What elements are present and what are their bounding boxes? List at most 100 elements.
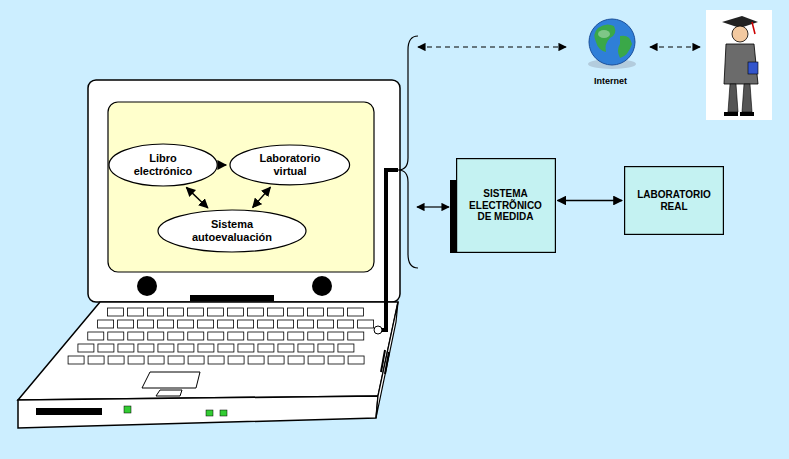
key xyxy=(167,308,183,316)
power-led xyxy=(124,406,131,413)
key xyxy=(268,356,284,364)
key xyxy=(208,356,224,364)
key xyxy=(98,320,114,328)
laptop-base xyxy=(18,302,398,400)
key xyxy=(238,344,254,352)
key xyxy=(118,320,134,328)
keyboard xyxy=(68,308,374,364)
ellipse-node: Laboratorio virtual xyxy=(229,144,351,186)
key xyxy=(327,308,343,316)
brace xyxy=(398,36,418,268)
cable xyxy=(382,170,398,330)
key xyxy=(168,332,184,340)
key xyxy=(68,356,84,364)
key xyxy=(187,308,203,316)
key xyxy=(198,320,214,328)
key xyxy=(288,332,304,340)
key xyxy=(308,356,324,364)
key xyxy=(228,332,244,340)
key xyxy=(288,356,304,364)
side-vent xyxy=(385,352,389,374)
key xyxy=(248,332,264,340)
node-text: Libro electrónico xyxy=(127,152,199,177)
key xyxy=(108,356,124,364)
key xyxy=(328,332,344,340)
key xyxy=(307,308,323,316)
key xyxy=(328,356,344,364)
status-led xyxy=(206,410,213,416)
key xyxy=(347,308,363,316)
key xyxy=(138,320,154,328)
process-box: SISTEMA ELECTRÕNICO DE MEDIDA xyxy=(456,158,556,253)
port xyxy=(374,326,382,334)
key xyxy=(227,308,243,316)
touchpad xyxy=(142,372,200,388)
node-text: SISTEMA ELECTRÕNICO DE MEDIDA xyxy=(463,188,549,223)
key xyxy=(148,356,164,364)
key xyxy=(258,344,274,352)
key xyxy=(298,344,314,352)
key xyxy=(258,320,274,328)
hinge xyxy=(190,295,274,301)
status-led xyxy=(220,410,227,416)
key xyxy=(238,320,254,328)
key xyxy=(138,344,154,352)
connector-arrow xyxy=(253,187,271,207)
drive-slot xyxy=(36,408,102,415)
node-text: Sistema autoevaluación xyxy=(182,218,282,243)
key xyxy=(158,320,174,328)
key xyxy=(318,344,334,352)
key xyxy=(158,344,174,352)
key xyxy=(267,308,283,316)
key xyxy=(178,320,194,328)
laptop-lid xyxy=(88,80,400,302)
key xyxy=(107,308,123,316)
key xyxy=(348,356,364,364)
icon-label: Internet xyxy=(594,76,627,86)
connector-arrow xyxy=(186,187,207,208)
key xyxy=(188,356,204,364)
key xyxy=(278,320,294,328)
side-vent xyxy=(381,350,385,372)
key xyxy=(268,332,284,340)
key xyxy=(228,356,244,364)
node-text: LABORATORIO REAL xyxy=(631,189,717,212)
key xyxy=(198,344,214,352)
lid-foot xyxy=(312,276,332,296)
node-text: Laboratorio virtual xyxy=(250,152,330,177)
key xyxy=(98,344,114,352)
key xyxy=(247,308,263,316)
ellipse-node: Sistema autoevaluación xyxy=(157,209,307,253)
touchpad-button xyxy=(156,390,182,396)
key xyxy=(348,332,364,340)
key xyxy=(338,344,354,352)
key xyxy=(207,308,223,316)
key xyxy=(88,356,104,364)
key xyxy=(218,320,234,328)
graduate-figure xyxy=(706,10,772,120)
key xyxy=(318,320,334,328)
dashed-arrow xyxy=(418,46,566,47)
laptop-screen xyxy=(108,102,374,272)
key xyxy=(148,332,164,340)
key xyxy=(118,344,134,352)
key xyxy=(358,320,374,328)
key xyxy=(127,308,143,316)
key xyxy=(298,320,314,328)
key xyxy=(128,332,144,340)
key xyxy=(218,344,234,352)
ellipse-node: Libro electrónico xyxy=(108,143,218,187)
connector-arrow xyxy=(221,164,226,165)
key xyxy=(147,308,163,316)
lid-foot xyxy=(137,276,157,296)
key xyxy=(88,332,104,340)
key xyxy=(248,356,264,364)
key xyxy=(78,344,94,352)
key xyxy=(278,344,294,352)
key xyxy=(128,356,144,364)
key xyxy=(287,308,303,316)
process-box: LABORATORIO REAL xyxy=(624,166,724,235)
key xyxy=(188,332,204,340)
key xyxy=(108,332,124,340)
key xyxy=(168,356,184,364)
